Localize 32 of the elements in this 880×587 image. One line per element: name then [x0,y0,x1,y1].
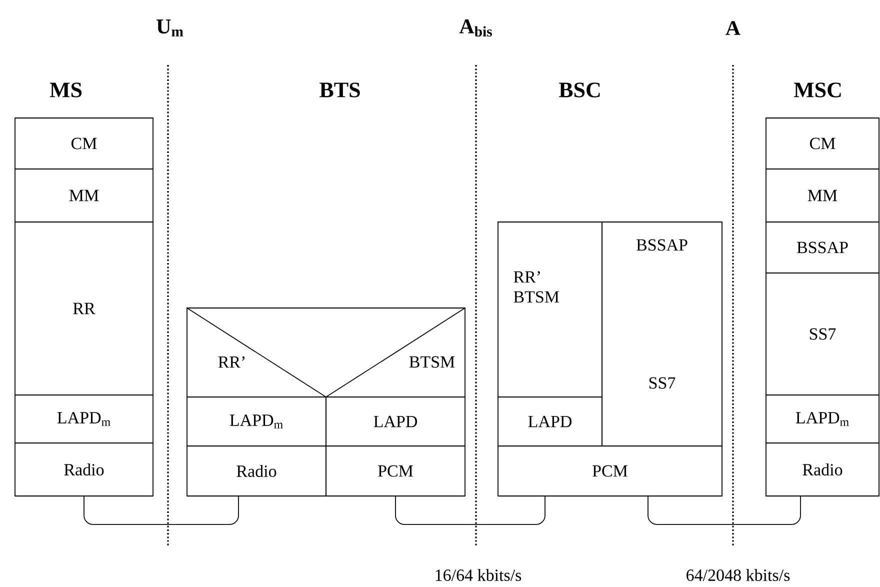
layer-box: CM [14,118,154,170]
layer-box: PCM [498,446,722,496]
layer-box: BSSAP [766,222,880,274]
layer-box: BSSAP SS7 [602,222,722,446]
column-heading: MSC [794,82,841,98]
layer-box: LAPD [326,396,466,446]
layer-box: LAPD$_{m}$ [766,394,880,444]
column-heading: BSC [558,82,600,98]
data-rate-label: 16/64 kbits/s [436,569,522,581]
layer-box: MM [14,168,154,222]
layer-box: RR’ BTSM [498,222,602,398]
layer-box: Radio [186,446,326,496]
layer-box: Radio [14,442,154,496]
interface-label: U$_{m}$ [156,20,184,36]
column-heading: MS [50,82,82,98]
layer-box: RR [14,222,154,396]
data-rate-label: 64/2048 kbits/s [686,569,790,581]
column-heading: BTS [320,82,360,98]
layer-box: LAPD$_{m}$ [186,396,326,446]
layer-box: Radio [766,442,880,496]
layer-box: LAPD [498,396,602,446]
link-bracket [84,496,239,525]
link-bracket [395,496,546,525]
layer-box: MM [766,168,880,222]
layer-box: PCM [326,446,466,496]
interface-label: A$_{bis}$ [459,19,492,37]
layer-box: LAPD$_{m}$ [14,394,154,444]
interface-label: A [726,21,740,35]
link-bracket [648,496,801,525]
layer-box: CM [766,118,880,170]
layer-box: SS7 [766,272,880,396]
layer-box: RR’ BTSM [186,308,466,398]
